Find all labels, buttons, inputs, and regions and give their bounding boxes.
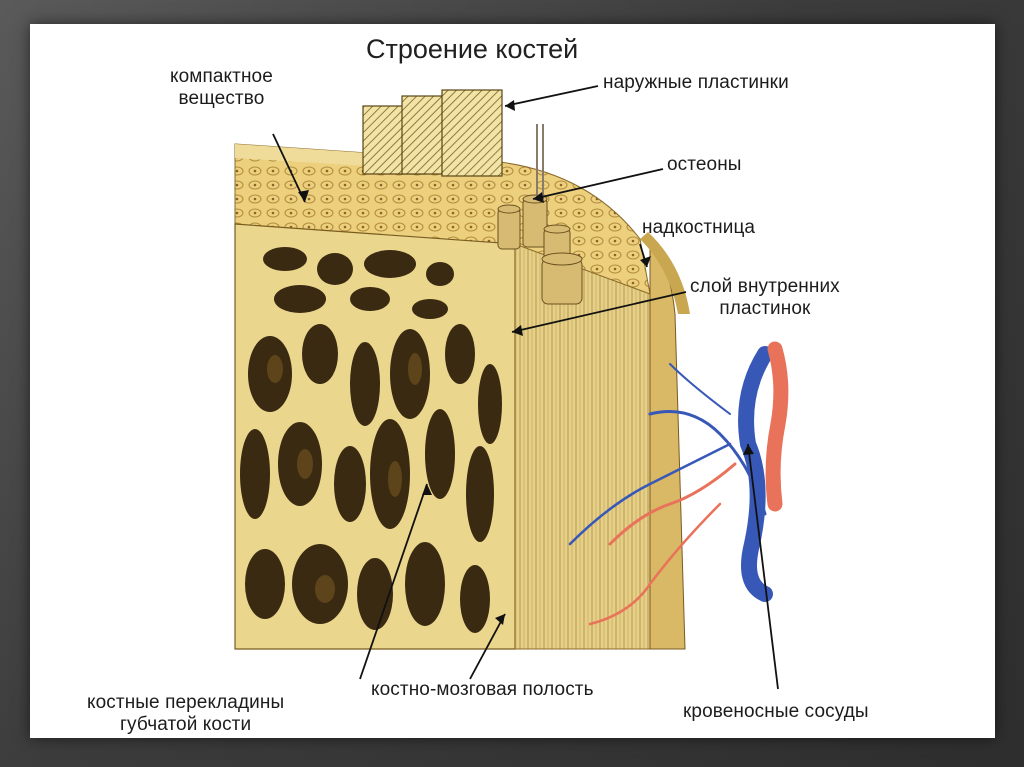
- label-osteons: остеоны: [667, 154, 742, 176]
- label-trabeculae-line2: губчатой кости: [87, 714, 284, 736]
- label-inner-plates-line1: слой внутренних: [690, 276, 840, 298]
- label-inner-plates: слой внутренних пластинок: [690, 276, 840, 320]
- slide-title: Строение костей: [366, 34, 578, 65]
- label-blood-vessels: кровеносные сосуды: [683, 701, 869, 723]
- label-trabeculae-line1: костные перекладины: [87, 692, 284, 714]
- label-compact-bone: компактное вещество: [170, 66, 273, 110]
- inner-plates-layer: [515, 232, 690, 649]
- label-inner-plates-line2: пластинок: [690, 298, 840, 320]
- bone-structure-illustration: [30, 24, 995, 738]
- label-periosteum: надкостница: [642, 217, 755, 239]
- label-compact-bone-line2: вещество: [170, 88, 273, 110]
- label-outer-plates: наружные пластинки: [603, 72, 789, 94]
- label-marrow-cavity: костно-мозговая полость: [371, 679, 594, 701]
- outer-plates: [363, 90, 502, 176]
- label-trabeculae: костные перекладины губчатой кости: [87, 692, 284, 736]
- label-compact-bone-line1: компактное: [170, 66, 273, 88]
- spongy-bone: [235, 224, 515, 649]
- slide: Строение костей компактное вещество нару…: [30, 24, 995, 738]
